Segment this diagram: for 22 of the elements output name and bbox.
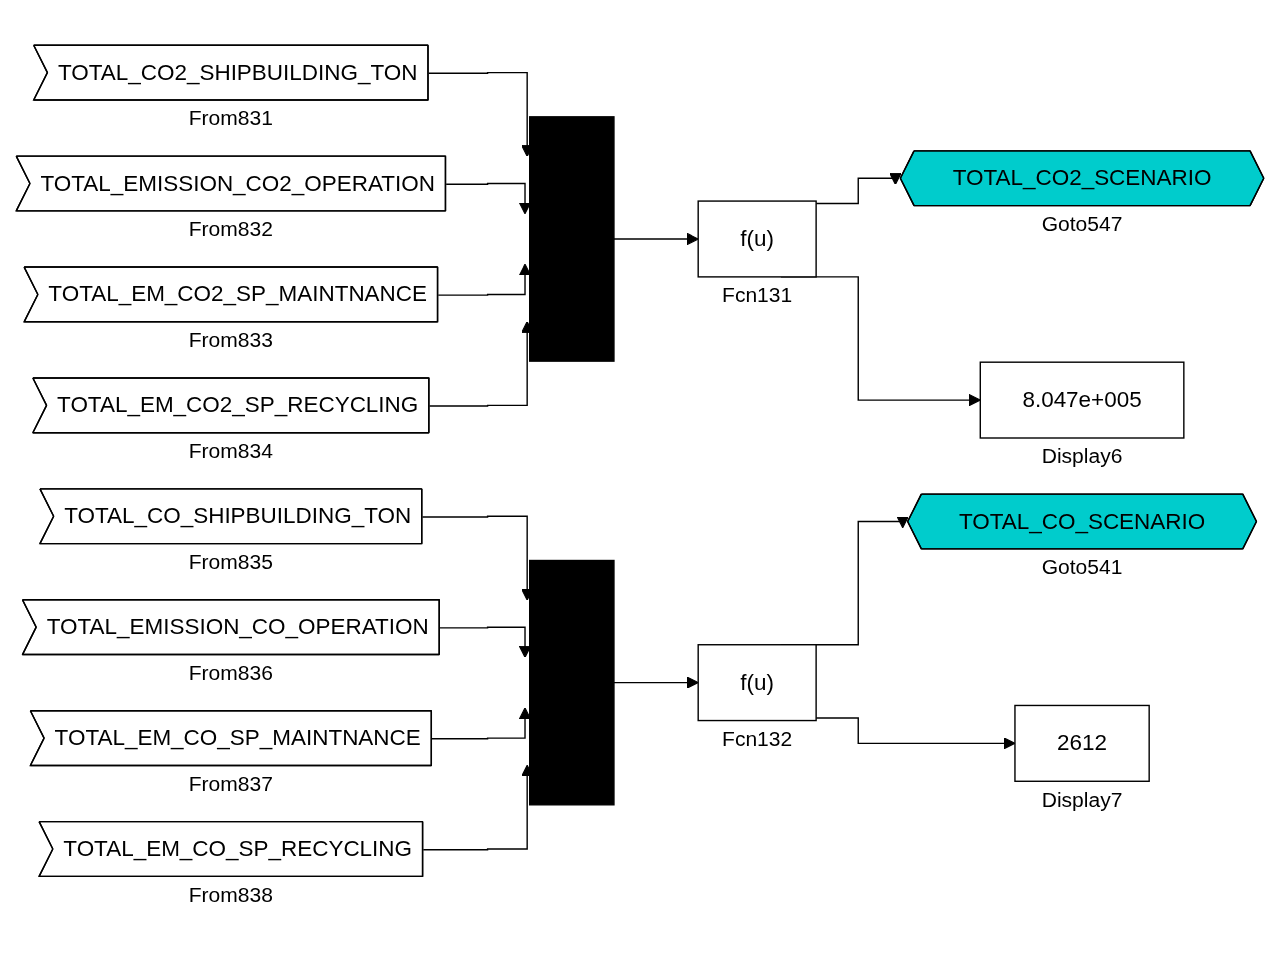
block-name-label: Display6	[1041, 443, 1123, 467]
node-box: f(u)	[697, 200, 817, 278]
arrow	[613, 676, 699, 689]
block-name-label: From834	[188, 438, 273, 462]
node-bar	[529, 115, 615, 362]
block-name-label: Display7	[1041, 787, 1123, 811]
block-name-label: From831	[188, 105, 273, 129]
block-name-label: From835	[188, 549, 273, 573]
block-name-label: Fcn132	[722, 726, 793, 750]
node-box: 2612	[1014, 704, 1150, 782]
arrow	[613, 232, 699, 245]
block-name-label: From836	[188, 660, 273, 684]
block-name-label: From837	[188, 771, 273, 795]
node-bar	[529, 559, 615, 806]
block-name-label: From832	[188, 216, 273, 240]
node-box: 8.047e+005	[979, 361, 1185, 439]
block-name-label: Fcn131	[722, 282, 793, 306]
block-name-label: From838	[188, 882, 273, 906]
node-box: f(u)	[697, 643, 817, 721]
block-name-label: Goto547	[1041, 211, 1123, 235]
block-name-label: Goto541	[1041, 554, 1123, 578]
block-name-label: From833	[188, 327, 273, 351]
